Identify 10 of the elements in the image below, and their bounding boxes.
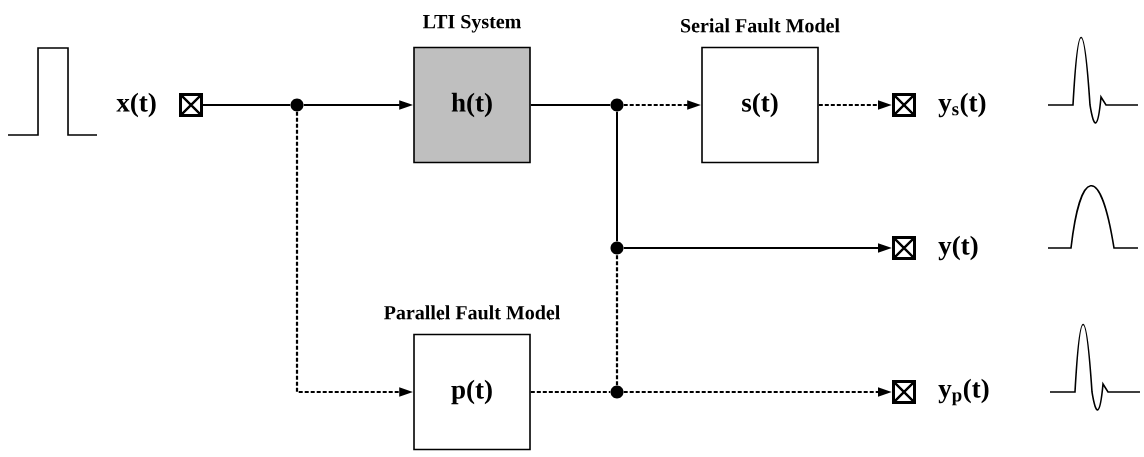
process-box: p(t) (413, 333, 531, 451)
box-heading: Serial Fault Model (681, 18, 840, 33)
signal-label: x(t) (116, 92, 156, 118)
process-box: h(t) (413, 46, 531, 164)
signal-label: y$_{p}$(t) (938, 378, 989, 406)
process-box: s(t) (701, 46, 819, 164)
box-heading: LTI System (423, 14, 521, 33)
signal-label: y$_{s}$(t) (938, 92, 986, 118)
box-heading: Parallel Fault Model (384, 305, 560, 320)
signal-label: y(t) (938, 235, 978, 261)
